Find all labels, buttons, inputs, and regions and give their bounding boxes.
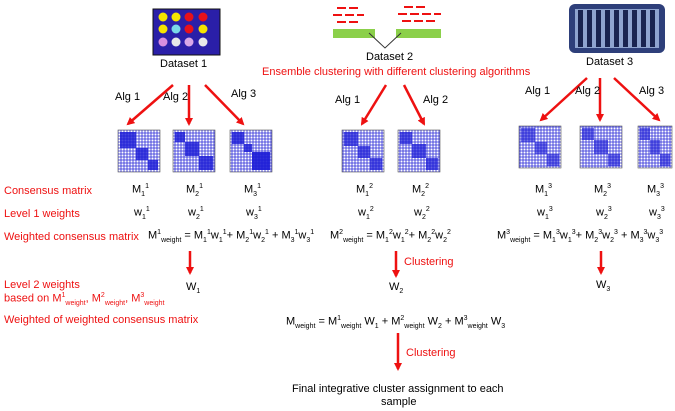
well-plate-icon <box>152 8 221 56</box>
clustering-label-final: Clustering <box>406 347 456 359</box>
row-label-level2-line1: Level 2 weights <box>4 279 80 291</box>
heatmap-d1-alg3 <box>229 129 273 173</box>
formula-weighted-2: M2weight = M12w12+ M22w22 <box>330 229 451 244</box>
symbol-W3: W3 <box>596 279 611 294</box>
microarray-icon <box>569 4 665 53</box>
alg-label-d3-2: Alg 2 <box>575 85 601 97</box>
heatmap-d3-alg1 <box>518 125 562 169</box>
symbol-w2-2: w22 <box>414 206 430 221</box>
down-arrows <box>186 251 605 371</box>
alg-label-d3-3: Alg 3 <box>639 85 665 97</box>
alg-label-d1-2: Alg 2 <box>163 91 189 103</box>
symbol-M1-3: M13 <box>535 183 552 198</box>
symbol-w1-3: w13 <box>537 206 553 221</box>
algorithm-arrows <box>126 77 661 126</box>
dataset-1-label: Dataset 1 <box>160 58 208 70</box>
symbol-w2-3: w23 <box>596 206 612 221</box>
alg-label-d1-1: Alg 1 <box>115 91 141 103</box>
row-label-level1: Level 1 weights <box>4 208 80 220</box>
row-label-weighted: Weighted consensus matrix <box>4 231 139 243</box>
dataset-2-label: Dataset 2 <box>366 51 414 63</box>
symbol-M2-2: M22 <box>412 183 429 198</box>
symbol-M1-2: M12 <box>356 183 373 198</box>
symbol-M3-1: M31 <box>244 183 261 198</box>
row-label-consensus: Consensus matrix <box>4 185 93 197</box>
formula-final: Mweight = M1weight W1 + M2weight W2 + M3… <box>286 315 506 330</box>
row-label-weighted-of-weighted: Weighted of weighted consensus matrix <box>4 314 199 326</box>
symbol-w3-3: w33 <box>649 206 665 221</box>
symbol-W1: W1 <box>186 281 201 296</box>
symbol-M3-3: M33 <box>647 183 664 198</box>
alg-label-d1-3: Alg 3 <box>231 88 257 100</box>
final-assignment-line2: sample <box>381 396 417 408</box>
clustering-label-d2: Clustering <box>404 256 454 268</box>
symbol-M2-3: M23 <box>594 183 611 198</box>
row-label-level2-line2: based on M1weight, M2weight, M3weight <box>4 292 165 307</box>
formula-weighted-1: M1weight = M11w11+ M21w21 + M31w31 <box>148 229 315 244</box>
sequencing-chip-icon <box>333 6 441 49</box>
consensus-heatmaps <box>117 125 673 173</box>
heatmap-d1-alg2 <box>172 129 216 173</box>
dataset-3-label: Dataset 3 <box>586 56 634 68</box>
heatmap-d2-alg2 <box>397 129 441 173</box>
heatmap-d3-alg3 <box>637 125 673 169</box>
symbol-W2: W2 <box>389 281 404 296</box>
heatmap-d1-alg1 <box>117 129 161 173</box>
heatmap-d3-alg2 <box>579 125 623 169</box>
symbol-w1-1: w11 <box>134 206 150 221</box>
symbol-w2-1: w21 <box>188 206 204 221</box>
heatmap-d2-alg1 <box>341 129 385 173</box>
final-assignment-line1: Final integrative cluster assignment to … <box>292 383 504 395</box>
alg-label-d2-1: Alg 1 <box>335 94 361 106</box>
symbol-w3-1: w31 <box>246 206 262 221</box>
alg-label-d3-1: Alg 1 <box>525 85 551 97</box>
ensemble-caption: Ensemble clustering with different clust… <box>262 66 531 78</box>
symbol-M1-1: M11 <box>132 183 149 198</box>
formula-weighted-3: M3weight = M13w13+ M23w23 + M33w33 <box>497 229 664 244</box>
symbol-w1-2: w12 <box>358 206 374 221</box>
alg-label-d2-2: Alg 2 <box>423 94 449 106</box>
symbol-M2-1: M21 <box>186 183 203 198</box>
